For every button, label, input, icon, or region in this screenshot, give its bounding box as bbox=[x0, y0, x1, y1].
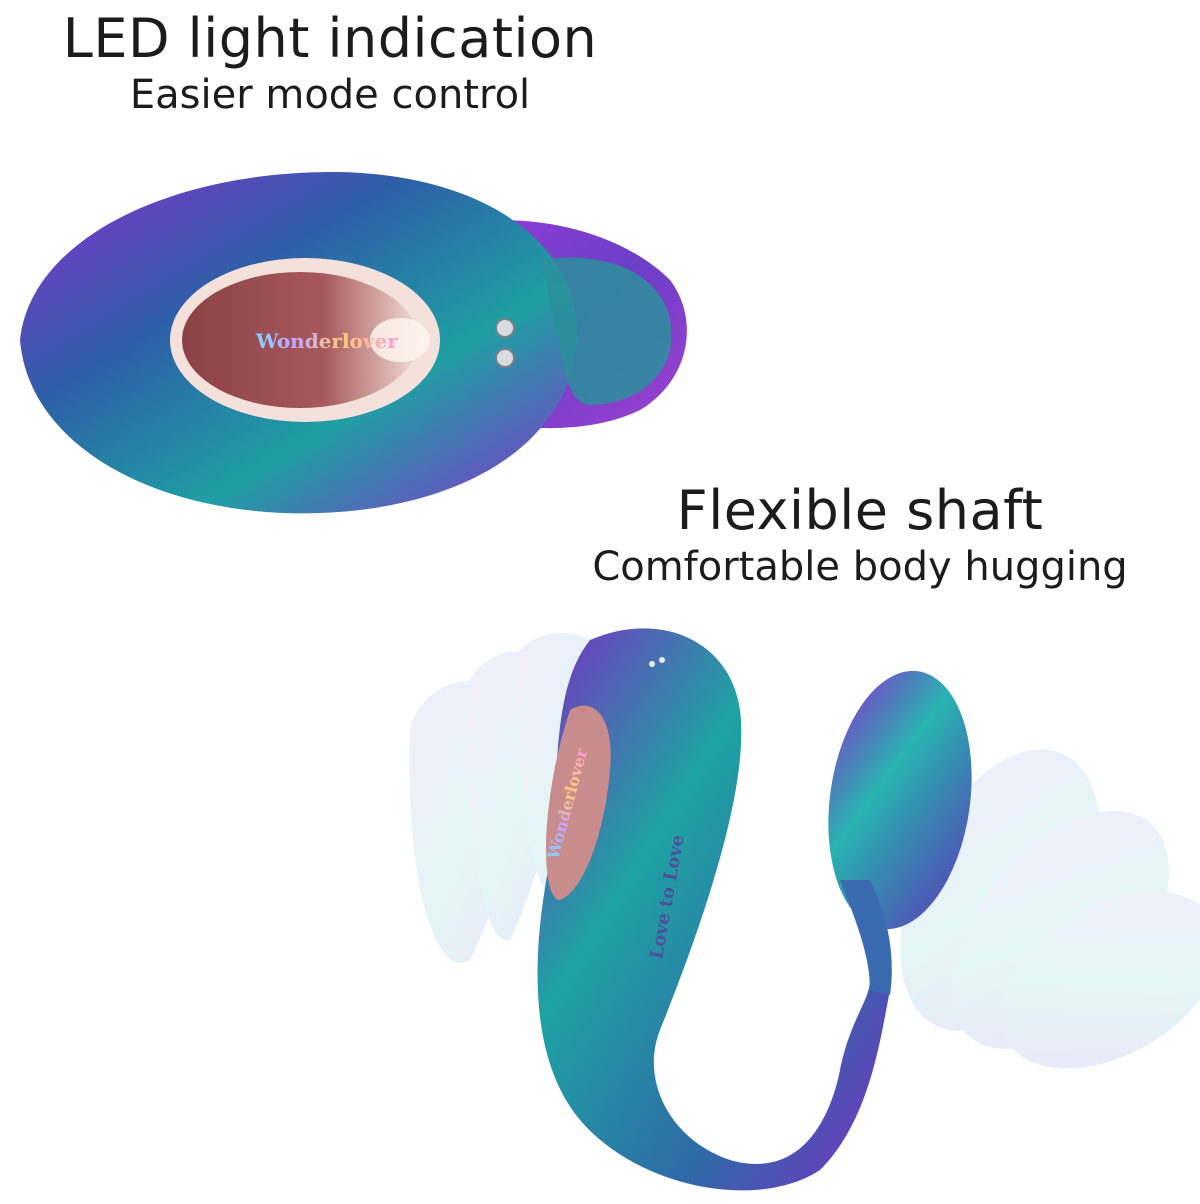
mode-button-icon bbox=[495, 318, 515, 338]
brand-logo: Wonderlover bbox=[255, 329, 398, 353]
device-cavity bbox=[182, 272, 418, 408]
led-dot-icon bbox=[649, 661, 655, 667]
device-shaft-shape bbox=[537, 628, 890, 1191]
led-feature-title: LED light indication bbox=[62, 7, 598, 70]
shaft-feature-title: Flexible shaft bbox=[676, 479, 1044, 542]
product-top-view-image: Wonderlover bbox=[20, 171, 687, 514]
device-bulb-shape bbox=[828, 670, 972, 930]
device-neck-shape bbox=[840, 880, 892, 995]
shaft-feature-subtitle: Comfortable body hugging bbox=[592, 544, 1128, 590]
side-cavity bbox=[546, 705, 611, 900]
shaft-feature-caption: Flexible shaft Comfortable body hugging bbox=[570, 480, 1150, 592]
led-glow bbox=[370, 318, 430, 362]
device-front-bump bbox=[540, 257, 672, 405]
product-side-view-image: Wonderlover Love to Love bbox=[409, 628, 1200, 1191]
led-dot-icon bbox=[659, 657, 665, 663]
power-button-icon bbox=[495, 348, 515, 368]
led-feature-subtitle: Easier mode control bbox=[129, 72, 531, 118]
led-feature-caption: LED light indication Easier mode control bbox=[0, 8, 660, 120]
